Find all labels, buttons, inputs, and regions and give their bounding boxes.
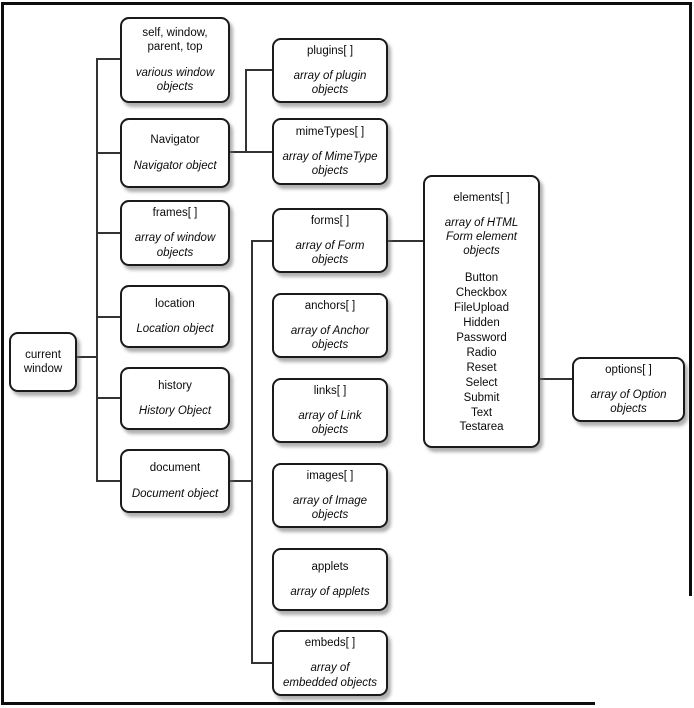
node-current-window: current window [9,332,77,392]
node-title: links[ ] [313,384,347,397]
node-subtitle: array of applets [290,586,370,598]
node-subtitle: array of window objects [134,232,216,259]
list-item: Hidden [463,316,500,329]
list-item: Submit [463,391,500,404]
node-title: document [149,462,201,475]
node-location: location Location object [120,285,230,348]
node-subtitle: array of Form objects [295,240,365,267]
list-item: Reset [466,361,497,374]
node-subtitle: array of Option objects [590,389,667,416]
edge-to-location [98,316,120,318]
node-subtitle: array of Image objects [292,495,368,522]
node-title: self, window, parent, top [142,27,208,54]
node-title: frames[ ] [152,207,198,220]
node-title: mimeTypes[ ] [295,125,365,138]
edge-elements-options [540,378,572,380]
node-subtitle: History Object [138,405,212,417]
node-subtitle: Document object [131,487,219,500]
node-subtitle: array of plugin objects [293,70,367,97]
node-history: history History Object [120,367,230,430]
frame-border-left [1,2,4,705]
edge-to-history [98,397,120,399]
node-subtitle: Location object [136,323,214,335]
node-subtitle: array of HTML Form element objects [444,217,519,258]
node-links: links[ ] array of Link objects [272,378,388,443]
node-subtitle: array of Anchor objects [290,325,370,352]
node-self-window-parent-top: self, window, parent, top various window… [120,17,230,103]
node-subtitle: array of Link objects [298,410,362,437]
node-title: options[ ] [605,363,652,376]
node-plugins: plugins[ ] array of plugin objects [272,38,388,103]
edge-currentwindow-trunk [77,356,97,358]
node-title: current window [23,348,63,375]
node-title: elements[ ] [453,192,510,204]
edge-window-trunk [96,58,98,482]
edge-forms-elements [388,240,423,242]
node-anchors: anchors[ ] array of Anchor objects [272,293,388,358]
node-title: images[ ] [306,469,354,482]
edge-to-forms [253,240,272,242]
edge-navigator-mimetypes [230,151,272,153]
edge-to-selfwindow [98,58,120,60]
edge-to-embeds [253,662,272,664]
node-forms: forms[ ] array of Form objects [272,208,388,273]
node-title: plugins[ ] [306,44,354,57]
node-navigator: Navigator Navigator object [120,118,230,188]
node-title: applets [311,560,349,573]
node-title: history [158,379,192,392]
edge-to-navigator [98,152,120,154]
list-item: Button [464,272,499,285]
node-frames: frames[ ] array of window objects [120,200,230,266]
edge-navigator-trunk [245,69,247,153]
form-element-type-list: Button Checkbox FileUpload Hidden Passwo… [454,271,509,435]
edge-to-plugins [247,69,272,71]
node-subtitle: array of embedded objects [283,662,377,689]
frame-border-right [689,2,692,596]
frame-border-bottom [1,702,595,705]
list-item: Checkbox [455,287,508,299]
list-item: Testarea [459,421,504,434]
edge-to-document [98,480,120,482]
edge-document-trunk [230,480,253,482]
node-title: Navigator [150,134,200,147]
node-subtitle: Navigator object [133,159,217,172]
list-item: Radio [466,346,497,359]
node-options: options[ ] array of Option objects [572,357,685,422]
list-item: Password [456,331,507,344]
edge-document-children-trunk [251,240,253,664]
frame-border-top [1,2,692,5]
node-title: forms[ ] [310,214,350,227]
node-title: anchors[ ] [304,299,356,312]
node-title: embeds[ ] [304,637,356,650]
edge-to-frames [98,232,120,234]
node-applets: applets array of applets [272,548,388,611]
list-item: Text [470,406,493,419]
node-elements: elements[ ] array of HTML Form element o… [423,175,540,448]
node-subtitle: various window objects [135,66,215,93]
list-item: FileUpload [454,301,509,314]
node-title: location [155,297,195,310]
node-subtitle: array of MimeType objects [282,150,378,177]
node-document: document Document object [120,449,230,513]
node-mimetypes: mimeTypes[ ] array of MimeType objects [272,118,388,185]
node-embeds: embeds[ ] array of embedded objects [272,630,388,696]
list-item: Select [465,376,498,389]
node-images: images[ ] array of Image objects [272,463,388,528]
